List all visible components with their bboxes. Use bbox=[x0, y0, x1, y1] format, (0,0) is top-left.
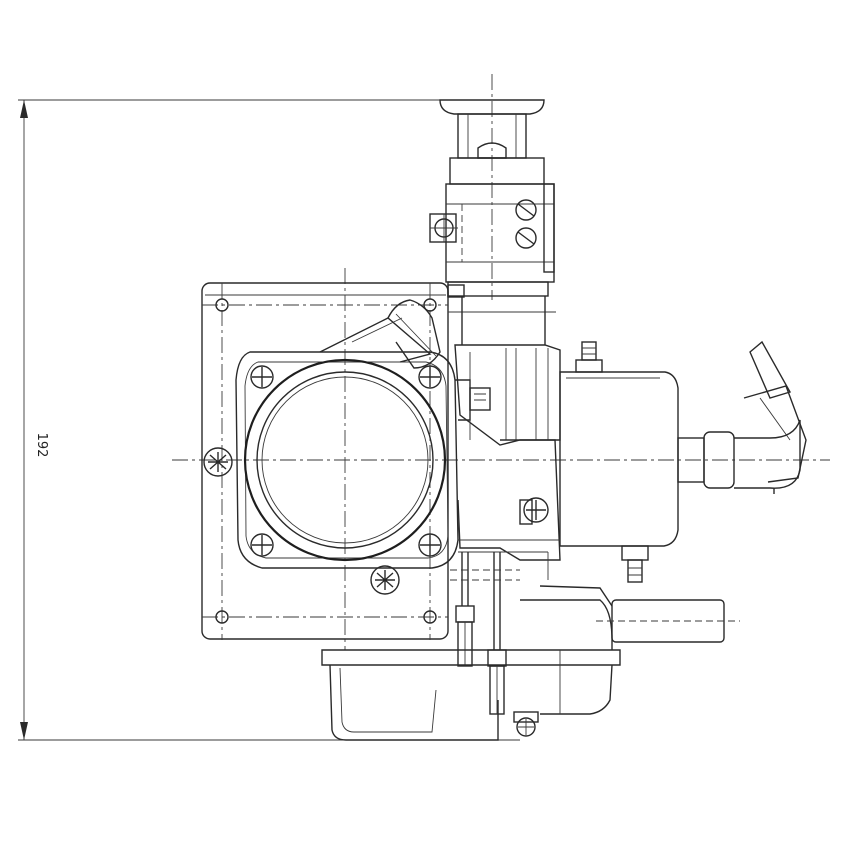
linkage-block bbox=[454, 344, 561, 446]
throttle-bore-inner bbox=[256, 371, 434, 549]
screw-icon bbox=[418, 533, 442, 557]
screw-icon bbox=[523, 497, 549, 523]
angled-nipple bbox=[319, 299, 441, 369]
bottom-nipple bbox=[621, 545, 649, 583]
screw-icon bbox=[250, 533, 274, 557]
center-lines bbox=[172, 74, 830, 650]
lock-screw-icon bbox=[513, 711, 539, 737]
lower-pipe bbox=[596, 599, 740, 643]
lock-screw-icon bbox=[429, 213, 458, 243]
adjust-screw-icon bbox=[515, 199, 537, 221]
mounting-flange bbox=[201, 282, 449, 640]
throttle-body-housing bbox=[235, 351, 459, 569]
bottom-bowl bbox=[321, 585, 621, 741]
top-nipple bbox=[575, 341, 603, 373]
outlet-pipe bbox=[677, 340, 807, 494]
housing-screws bbox=[203, 365, 442, 595]
screw-icon bbox=[370, 565, 400, 595]
top-actuator bbox=[429, 99, 556, 345]
motor-housing bbox=[559, 341, 679, 583]
screw-icon bbox=[418, 365, 442, 389]
throttle-bore-outer bbox=[243, 358, 447, 562]
height-dimension: 192 bbox=[18, 99, 520, 741]
screw-icon bbox=[250, 365, 274, 389]
wiring bbox=[450, 552, 539, 737]
height-dimension-label: 192 bbox=[34, 433, 49, 458]
screw-icon bbox=[203, 447, 233, 477]
terminal-connector bbox=[487, 649, 507, 715]
adjust-screw-icon bbox=[515, 227, 537, 249]
lower-linkage bbox=[457, 439, 561, 580]
terminal-connector bbox=[455, 605, 475, 667]
